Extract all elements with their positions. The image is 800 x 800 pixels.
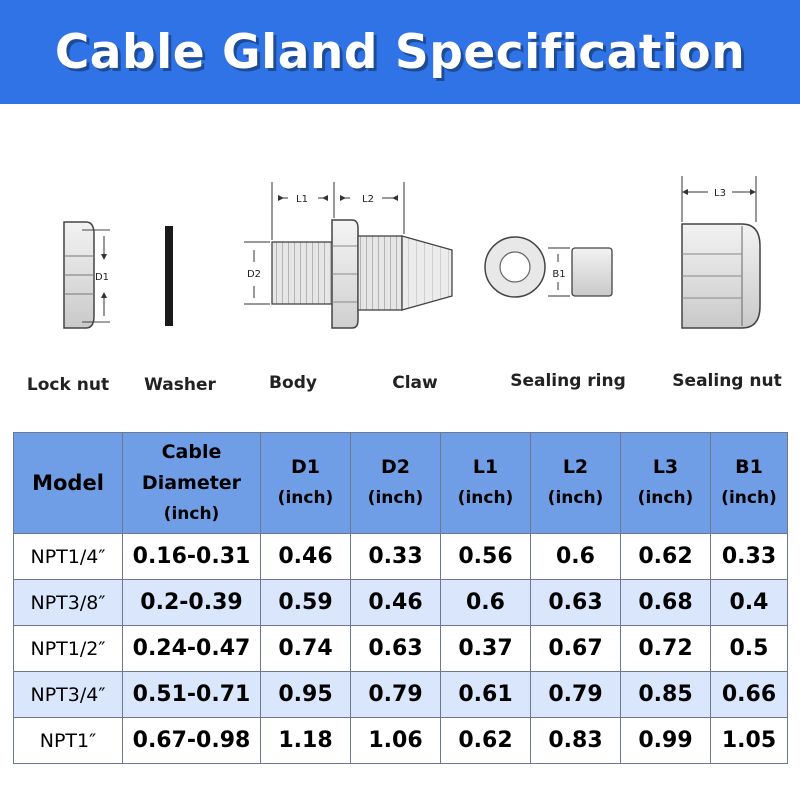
cell-b1: 0.66 [710,671,788,718]
column-header-b1: B1 (inch) [710,432,788,534]
b1-header-label: B1 [735,456,763,478]
cell-d1: 1.18 [260,717,351,764]
d2-header-unit: (inch) [367,488,424,508]
column-header-model: Model [13,432,123,534]
column-header-l1: L1 (inch) [440,432,531,534]
l2-dimension-label: L2 [362,194,374,205]
cell-l2: 0.83 [530,717,621,764]
part-label-washer: Washer [144,375,216,395]
specification-table: Model Cable Diameter (inch) D1 (inch) D2 (… [13,432,788,764]
d2-dimension-label: D2 [247,269,261,280]
cell-l3: 0.62 [620,533,711,580]
sealing-nut-drawing [681,176,761,329]
cell-b1: 0.4 [710,579,788,626]
cell-d1: 0.46 [260,533,351,580]
d2-header-label: D2 [381,456,410,478]
column-header-cable-diameter: Cable Diameter (inch) [122,432,261,534]
part-label-sealing-nut: Sealing nut [672,371,782,391]
sealing-ring-front-drawing [484,236,546,298]
l3-dimension-label: L3 [714,188,726,199]
l1-header-unit: (inch) [457,488,514,508]
cell-l1: 0.62 [440,717,531,764]
cell-model: NPT1″ [13,717,123,764]
cell-l3: 0.99 [620,717,711,764]
body-drawing [271,219,403,329]
cell-d2: 0.63 [350,625,441,672]
cell-cable-diameter: 0.16-0.31 [122,533,261,580]
cell-l1: 0.56 [440,533,531,580]
d1-header-unit: (inch) [277,488,334,508]
cell-b1: 0.5 [710,625,788,672]
cell-d2: 0.33 [350,533,441,580]
cell-d1: 0.95 [260,671,351,718]
sealing-ring-side-drawing [548,247,613,297]
cell-cable-diameter: 0.24-0.47 [122,625,261,672]
cell-cable-diameter: 0.67-0.98 [122,717,261,764]
b1-header-unit: (inch) [721,488,777,508]
cell-d1: 0.74 [260,625,351,672]
cell-model: NPT3/4″ [13,671,123,718]
column-header-d1: D1 (inch) [260,432,351,534]
cell-l3: 0.72 [620,625,711,672]
l3-header-unit: (inch) [637,488,694,508]
l2-header-label: L2 [562,456,589,478]
d1-header-label: D1 [291,456,320,478]
l1-dimension-label: L1 [296,194,308,205]
l1-header-label: L1 [472,456,499,478]
claw-drawing [401,235,453,311]
part-label-body: Body [269,373,317,393]
cell-l2: 0.63 [530,579,621,626]
cell-l1: 0.37 [440,625,531,672]
cable-diameter-unit: (inch) [163,503,220,524]
cable-diameter-label: Cable Diameter [141,440,242,494]
column-header-d2: D2 (inch) [350,432,441,534]
part-label-sealing-ring: Sealing ring [510,371,626,391]
cell-model: NPT1/4″ [13,533,123,580]
title-banner: Cable Gland Specification [0,0,800,104]
part-label-lock-nut: Lock nut [26,375,110,395]
part-label-claw: Claw [392,373,438,393]
b1-dimension-label: B1 [552,269,565,280]
cell-l1: 0.61 [440,671,531,718]
cell-model: NPT1/2″ [13,625,123,672]
table-row: NPT1/2″ 0.24-0.47 0.74 0.63 0.37 0.67 0.… [13,625,788,672]
cell-cable-diameter: 0.2-0.39 [122,579,261,626]
table-row: NPT3/4″ 0.51-0.71 0.95 0.79 0.61 0.79 0.… [13,671,788,718]
l2-header-unit: (inch) [547,488,604,508]
cell-model: NPT3/8″ [13,579,123,626]
cell-l3: 0.85 [620,671,711,718]
cell-b1: 1.05 [710,717,788,764]
l3-header-label: L3 [652,456,679,478]
cell-l1: 0.6 [440,579,531,626]
cell-d2: 0.79 [350,671,441,718]
d1-dimension-label: D1 [95,272,109,283]
table-row: NPT1/4″ 0.16-0.31 0.46 0.33 0.56 0.6 0.6… [13,533,788,580]
table-row: NPT1″ 0.67-0.98 1.18 1.06 0.62 0.83 0.99… [13,717,788,764]
cell-l3: 0.68 [620,579,711,626]
component-diagram: D1 L [0,150,800,395]
cell-l2: 0.79 [530,671,621,718]
page-title: Cable Gland Specification [54,24,746,80]
column-header-l3: L3 (inch) [620,432,711,534]
table-header-row: Model Cable Diameter (inch) D1 (inch) D2 (… [13,432,788,534]
parts-illustration: D1 L [63,176,761,329]
column-header-l2: L2 (inch) [530,432,621,534]
cell-b1: 0.33 [710,533,788,580]
cell-d2: 0.46 [350,579,441,626]
cell-d1: 0.59 [260,579,351,626]
lock-nut-drawing [63,221,110,329]
cell-l2: 0.6 [530,533,621,580]
table-row: NPT3/8″ 0.2-0.39 0.59 0.46 0.6 0.63 0.68… [13,579,788,626]
cell-d2: 1.06 [350,717,441,764]
cell-cable-diameter: 0.51-0.71 [122,671,261,718]
cell-l2: 0.67 [530,625,621,672]
washer-drawing [165,226,173,326]
